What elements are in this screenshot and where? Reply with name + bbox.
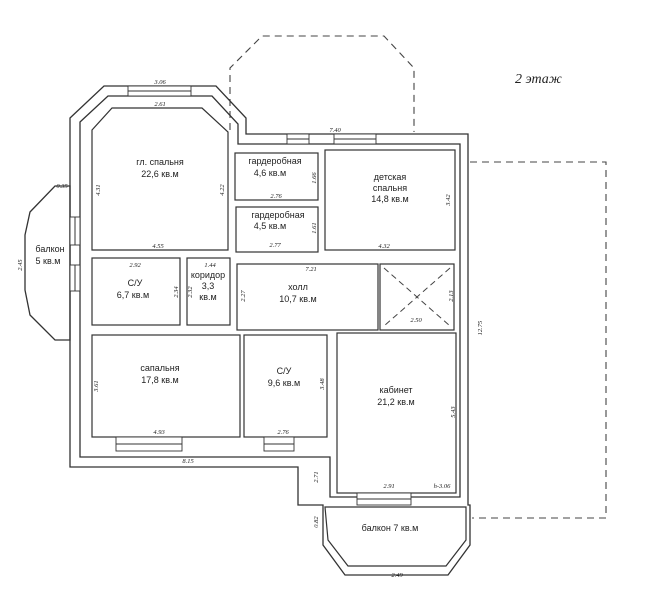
room-wardrobe-1 (234, 152, 319, 201)
dim: 7.21 (305, 266, 316, 273)
label-bedroom: сапальня (140, 363, 179, 373)
area-bath-2: 9,6 кв.м (268, 378, 300, 388)
dashed-bay-top (229, 35, 415, 132)
dim: 2.92 (129, 262, 141, 269)
dim: 2.76 (277, 429, 289, 436)
area-wardrobe-1: 4,6 кв.м (254, 168, 286, 178)
area-wardrobe-2: 4,5 кв.м (254, 221, 286, 231)
label-balcony-bottom: балкон 7 кв.м (362, 523, 419, 533)
room-office (336, 332, 457, 494)
label-kids-bedroom-2: спальня (373, 183, 407, 193)
dim: 3.42 (445, 194, 452, 207)
room-hall (236, 263, 379, 331)
dim: 3.06 (153, 79, 166, 86)
dim: 2.71 (313, 471, 320, 482)
dashed-terrace-right (470, 161, 607, 519)
dim: 4.22 (219, 184, 226, 196)
dim: h-3.06 (434, 483, 452, 490)
dim: 12.75 (477, 320, 484, 335)
area-office: 21,2 кв.м (377, 397, 414, 407)
dim: 1.44 (204, 262, 216, 269)
dim: 2.45 (17, 259, 24, 271)
balcony-left (24, 185, 71, 341)
dim: 4.93 (153, 429, 165, 436)
dim: 3.61 (93, 380, 100, 392)
dim: 2.76 (270, 193, 282, 200)
dimension-labels: 3.06 2.61 4.31 4.22 4.55 0.35 2.45 2.76 … (17, 79, 484, 579)
dim: 2.77 (269, 242, 281, 249)
room-corridor (186, 257, 231, 326)
label-kids-bedroom-1: детская (374, 172, 407, 182)
area-bath-1: 6,7 кв.м (117, 290, 149, 300)
label-balcony-left: балкон (35, 244, 64, 254)
dim: 2.13 (448, 290, 455, 302)
room-bedroom (91, 334, 241, 438)
room-bath-2 (243, 334, 328, 438)
dim: 5.43 (450, 406, 457, 418)
dim: 0.35 (56, 183, 68, 190)
area-kids-bedroom: 14,8 кв.м (371, 194, 408, 204)
label-hall: холл (288, 282, 308, 292)
room-kids-bedroom (324, 149, 456, 251)
label-master-bedroom: гл. спальня (136, 157, 184, 167)
dim: 2.27 (240, 290, 247, 302)
area-corridor-unit: кв.м (199, 292, 216, 302)
dim: 1.61 (311, 222, 318, 233)
room-bath-1 (91, 257, 181, 326)
dim: 0.82 (313, 516, 320, 528)
dim: 2.91 (383, 483, 394, 490)
area-corridor: 3,3 (202, 281, 215, 291)
balcony-bottom (324, 506, 467, 567)
label-office: кабинет (379, 385, 412, 395)
windows (69, 85, 412, 506)
dim: 2.32 (187, 286, 194, 298)
label-corridor: коридор (191, 270, 225, 280)
dim: 4.32 (378, 243, 390, 250)
dim: 8.15 (182, 458, 194, 465)
dim: 3.48 (319, 378, 326, 391)
dim: 2.61 (154, 101, 165, 108)
room-wardrobe-2 (235, 206, 319, 253)
dim: 2.50 (410, 317, 422, 324)
label-wardrobe-1: гардеробная (248, 156, 301, 166)
dim: 4.55 (152, 243, 164, 250)
floor-title: 2 этаж (515, 72, 562, 87)
label-bath-2: С/У (277, 366, 292, 376)
dim: 2.34 (173, 286, 180, 298)
dim: 1.66 (311, 172, 318, 184)
area-bedroom: 17,8 кв.м (141, 375, 178, 385)
label-bath-1: С/У (128, 278, 143, 288)
area-balcony-left: 5 кв.м (36, 256, 61, 266)
room-master-bedroom (91, 107, 229, 251)
area-hall: 10,7 кв.м (279, 294, 316, 304)
dim: 4.31 (95, 184, 102, 195)
dim: 2.49 (391, 572, 403, 579)
dim: 7.40 (329, 127, 341, 134)
area-master-bedroom: 22,6 кв.м (141, 169, 178, 179)
void-cross (383, 267, 451, 327)
label-wardrobe-2: гардеробная (251, 210, 304, 220)
